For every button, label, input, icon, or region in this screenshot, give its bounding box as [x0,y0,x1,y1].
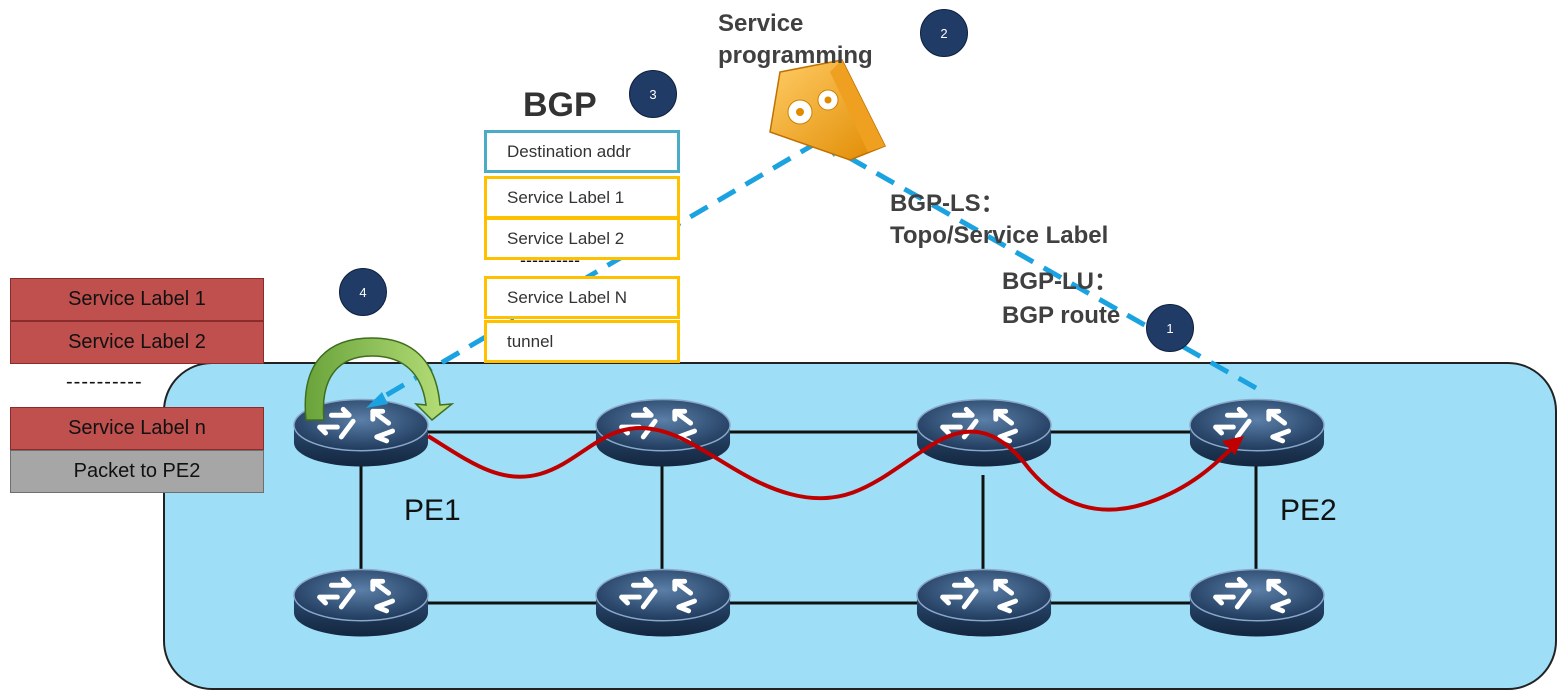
bgp-ls-label-line2: Topo/Service Label [890,222,1109,249]
stack-label-1: Service Label 1 [10,278,264,321]
router-icon-pe2 [1190,399,1324,466]
router-icon [917,569,1051,636]
bgp-ls-label-line1: BGP-LS： [890,190,1005,217]
stack-label-n: Service Label n [10,407,264,450]
bgp-lu-label-line2: BGP route [1002,302,1121,329]
controller-icon [769,59,887,161]
router-icon [294,569,428,636]
pe2-label: PE2 [1280,494,1337,527]
bgp-lu-label-line1: BGP-LU： [1002,268,1118,295]
stack-separator: ---------- [66,371,143,393]
bgp-row-service-label-1: Service Label 1 [484,176,680,219]
pe1-label: PE1 [404,494,461,527]
dashed-arrowhead-pe1 [366,392,388,408]
controller-label: Service programming [718,10,873,69]
bgp-separator: ---------- [520,250,580,270]
curved-arrow-icon [304,337,455,422]
step-marker-2: 2 [920,9,968,57]
bgp-row-destination: Destination addr [484,130,680,173]
router-icon [596,569,730,636]
stack-packet: Packet to PE2 [10,450,264,493]
step-marker-4: 4 [339,268,387,316]
bgp-title: BGP [523,86,597,124]
bgp-row-service-label-n: Service Label N [484,276,680,319]
dashed-arrow-from-pe2 [830,145,1258,391]
forwarding-path-arrow [426,425,1237,512]
bgp-row-tunnel: tunnel [484,320,680,363]
stack-label-2: Service Label 2 [10,321,264,364]
dashed-arrow-to-pe1 [376,139,820,403]
router-icon [1190,569,1324,636]
bgp-row-service-label-2: Service Label 2 [484,217,680,260]
step-marker-3: 3 [629,70,677,118]
step-marker-1: 1 [1146,304,1194,352]
path-arrowhead [1222,436,1244,455]
